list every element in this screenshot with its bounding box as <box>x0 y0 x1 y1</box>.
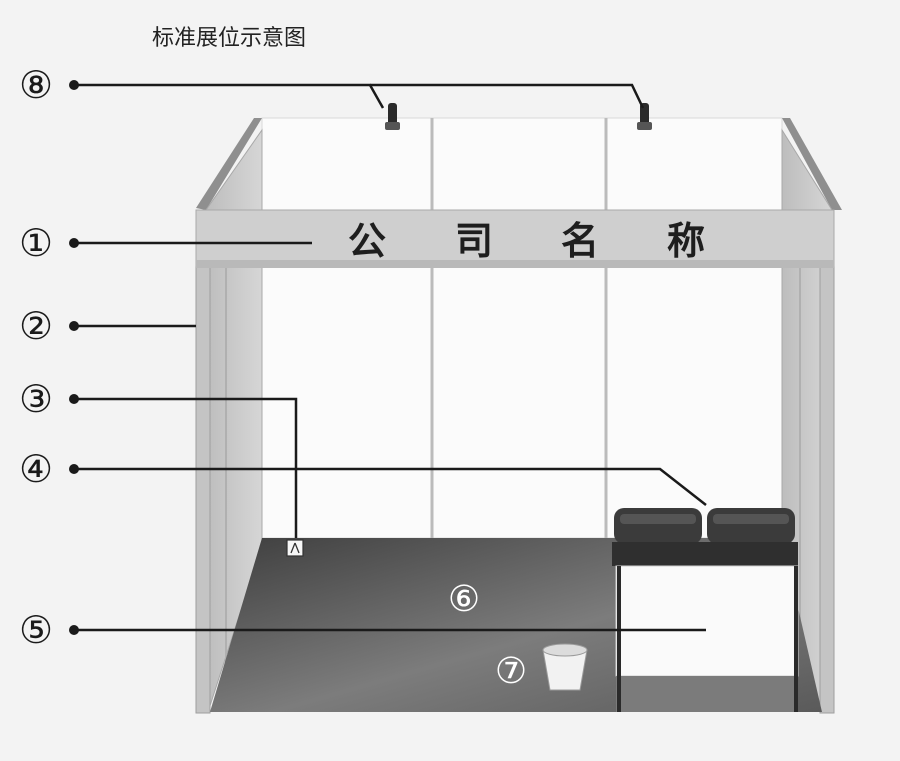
fascia-char: 称 <box>667 219 705 263</box>
wastebasket-icon <box>542 643 588 691</box>
page-title: 标准展位示意图 <box>152 26 307 51</box>
fascia-char: 名 <box>561 219 599 263</box>
back-wall <box>261 117 783 539</box>
leader-line-8b <box>370 83 645 109</box>
fascia-board <box>195 209 835 267</box>
chair-icon <box>707 508 795 544</box>
leader-lines <box>74 83 707 632</box>
leader-line-3 <box>74 397 298 538</box>
leader-dots <box>69 80 79 635</box>
callout-5: ⑤ <box>19 608 53 652</box>
callout-1: ① <box>19 221 53 265</box>
right-front-post <box>819 209 835 714</box>
fascia-shadow <box>196 260 834 268</box>
callout-4: ④ <box>19 447 53 491</box>
information-desk <box>612 542 799 712</box>
spotlight-icon <box>385 103 400 130</box>
right-roof-edge <box>782 118 842 210</box>
power-socket-icon <box>286 539 304 557</box>
callout-8: ⑧ <box>19 63 53 107</box>
carpet-label: ⑥ <box>448 579 480 620</box>
callout-2: ② <box>19 304 53 348</box>
callout-3: ③ <box>19 377 53 421</box>
spotlight-icon <box>637 103 652 130</box>
chair-icon <box>614 508 702 544</box>
left-front-post <box>195 209 211 714</box>
fascia-char: 司 <box>455 219 493 263</box>
leader-line-8a <box>74 83 385 109</box>
fascia-char: 公 <box>348 219 386 263</box>
leader-line-4 <box>74 467 707 506</box>
left-roof-edge <box>196 118 262 210</box>
wastebasket-label: ⑦ <box>495 651 527 692</box>
